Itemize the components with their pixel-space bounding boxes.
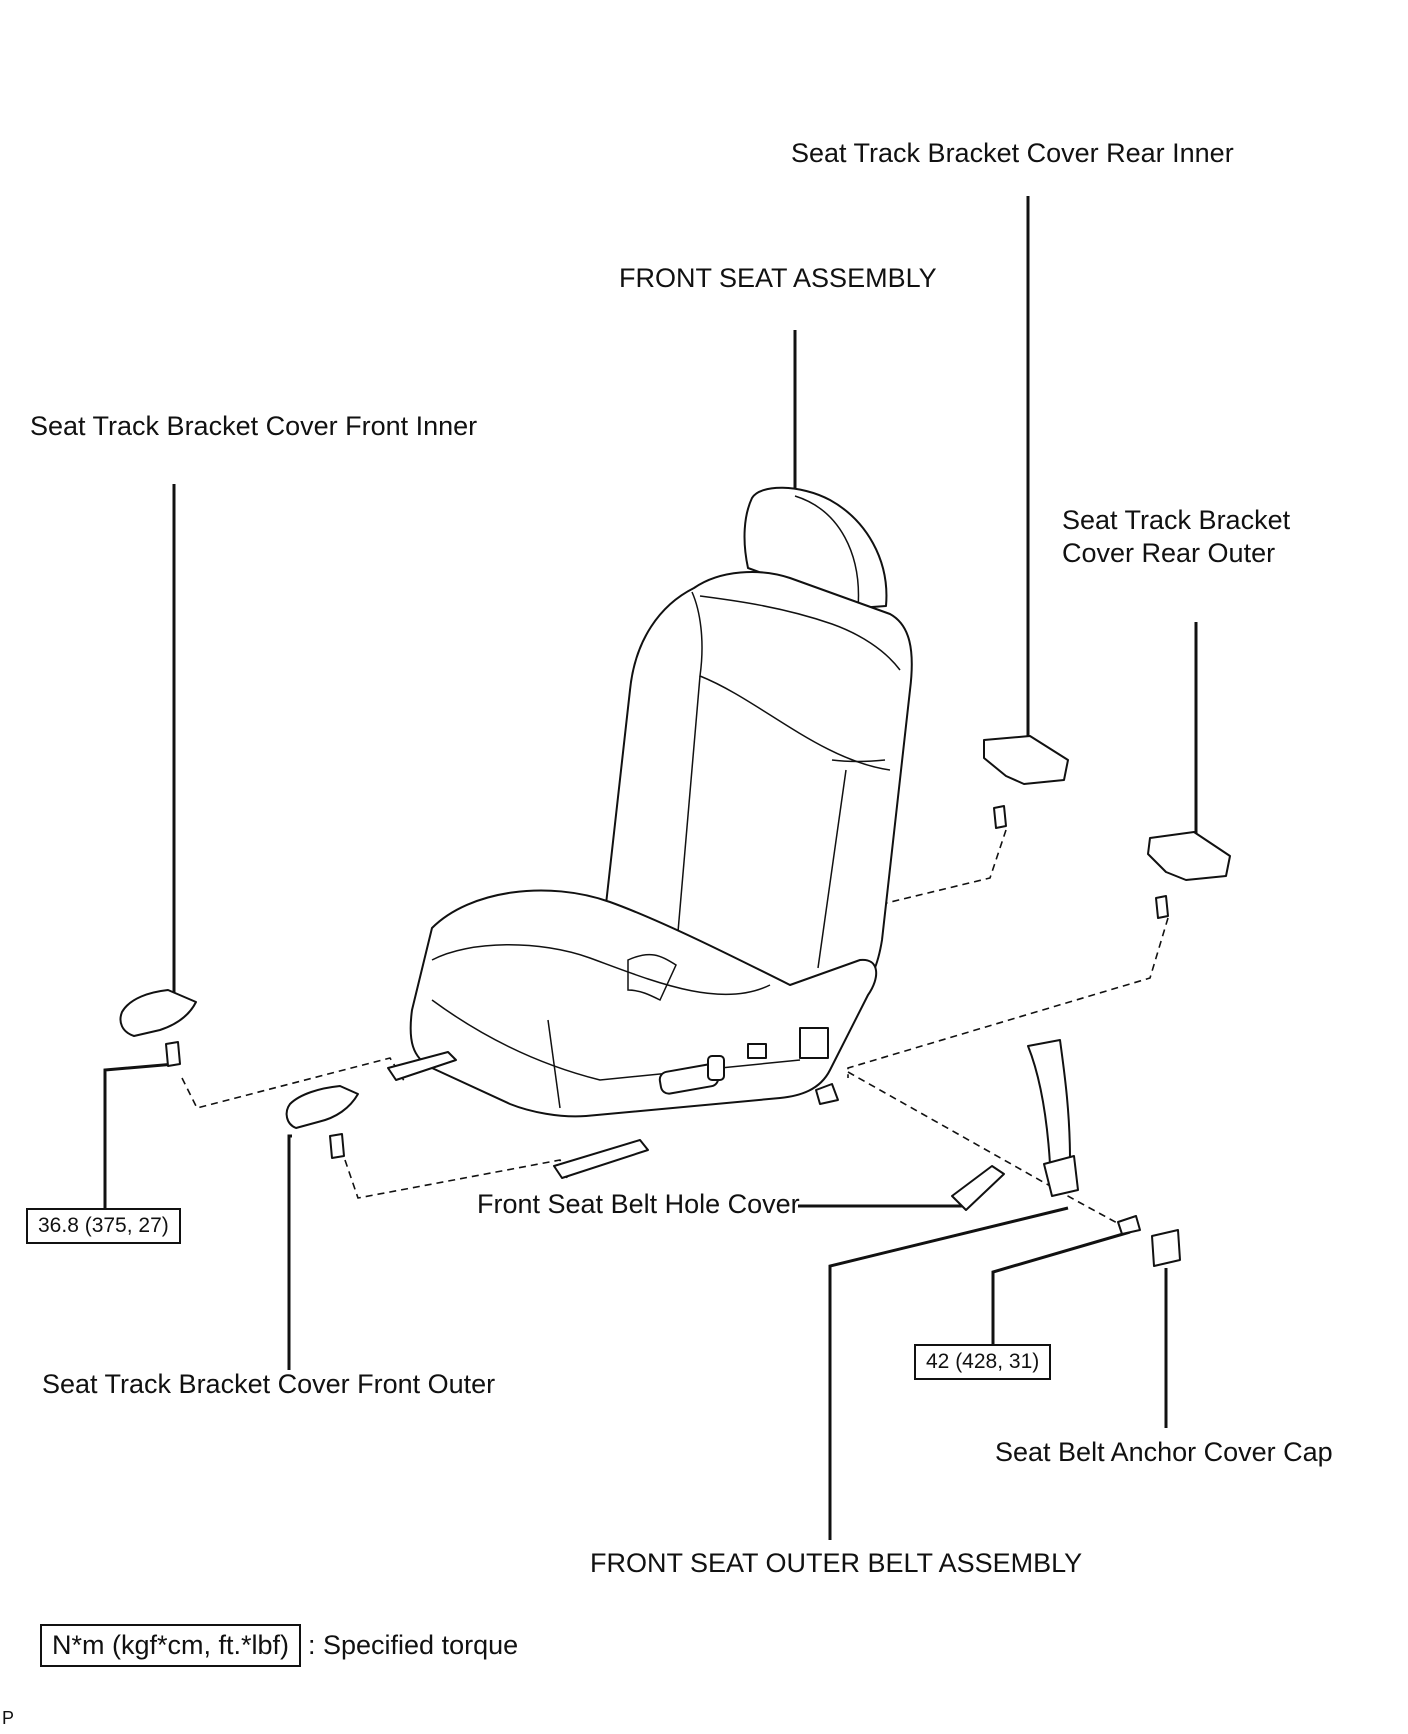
anchor-bolt bbox=[1117, 1215, 1141, 1235]
rear-inner-cover bbox=[983, 735, 1069, 785]
front-seat-illustration bbox=[387, 486, 913, 1179]
label-rear-outer-line2: Cover Rear Outer bbox=[1062, 538, 1276, 568]
rear-outer-cover bbox=[1147, 831, 1231, 881]
front-outer-cover bbox=[285, 1085, 359, 1129]
dash-rear-outer bbox=[847, 917, 1169, 1078]
label-front-inner: Seat Track Bracket Cover Front Inner bbox=[30, 411, 478, 441]
leader-outer-belt bbox=[828, 1206, 1069, 1540]
legend-torque-text: : Specified torque bbox=[308, 1630, 519, 1660]
rail-front-outer bbox=[553, 1139, 649, 1179]
rail-front-inner bbox=[387, 1051, 457, 1081]
legend-torque-box: N*m (kgf*cm, ft.*lbf) bbox=[40, 1624, 302, 1667]
bolt-front-inner bbox=[165, 1041, 181, 1067]
leader-front-outer bbox=[287, 1134, 292, 1370]
leader-torque-front bbox=[103, 1062, 176, 1218]
seat-cushion bbox=[409, 889, 878, 1118]
label-seat-assembly: FRONT SEAT ASSEMBLY bbox=[619, 263, 937, 293]
rail-rear bbox=[815, 1083, 839, 1105]
label-belt-hole-cover: Front Seat Belt Hole Cover bbox=[477, 1189, 800, 1219]
bolt-rear-outer bbox=[1155, 895, 1169, 919]
belt-hole-cover bbox=[951, 1165, 1005, 1211]
label-anchor-cap: Seat Belt Anchor Cover Cap bbox=[995, 1437, 1333, 1467]
front-inner-cover bbox=[119, 989, 197, 1037]
outer-belt bbox=[1027, 1039, 1071, 1165]
torque-box-front: 36.8 (375, 27) bbox=[26, 1208, 181, 1244]
leader-torque-anchor bbox=[991, 1230, 1131, 1352]
leader-lines bbox=[103, 196, 1198, 1540]
bolt-front-outer bbox=[329, 1133, 345, 1159]
corner-mark: P bbox=[2, 1708, 15, 1728]
seat-switch-2 bbox=[707, 1055, 725, 1081]
belt-anchor-plate bbox=[1043, 1155, 1079, 1197]
seat-switch-4 bbox=[799, 1027, 829, 1059]
dash-rear-inner bbox=[639, 829, 1007, 991]
label-rear-outer-line1: Seat Track Bracket bbox=[1062, 505, 1291, 535]
dash-front-inner bbox=[181, 1057, 407, 1109]
label-front-outer: Seat Track Bracket Cover Front Outer bbox=[42, 1369, 496, 1399]
seat-switch-3 bbox=[747, 1043, 767, 1059]
bolt-rear-inner bbox=[993, 805, 1007, 829]
dash-belt-anchor bbox=[847, 1071, 1131, 1231]
anchor-cover-cap bbox=[1151, 1229, 1181, 1267]
parts bbox=[119, 735, 1231, 1267]
label-outer-belt: FRONT SEAT OUTER BELT ASSEMBLY bbox=[590, 1548, 1083, 1578]
label-rear-inner: Seat Track Bracket Cover Rear Inner bbox=[791, 138, 1234, 168]
torque-box-anchor: 42 (428, 31) bbox=[914, 1344, 1052, 1380]
